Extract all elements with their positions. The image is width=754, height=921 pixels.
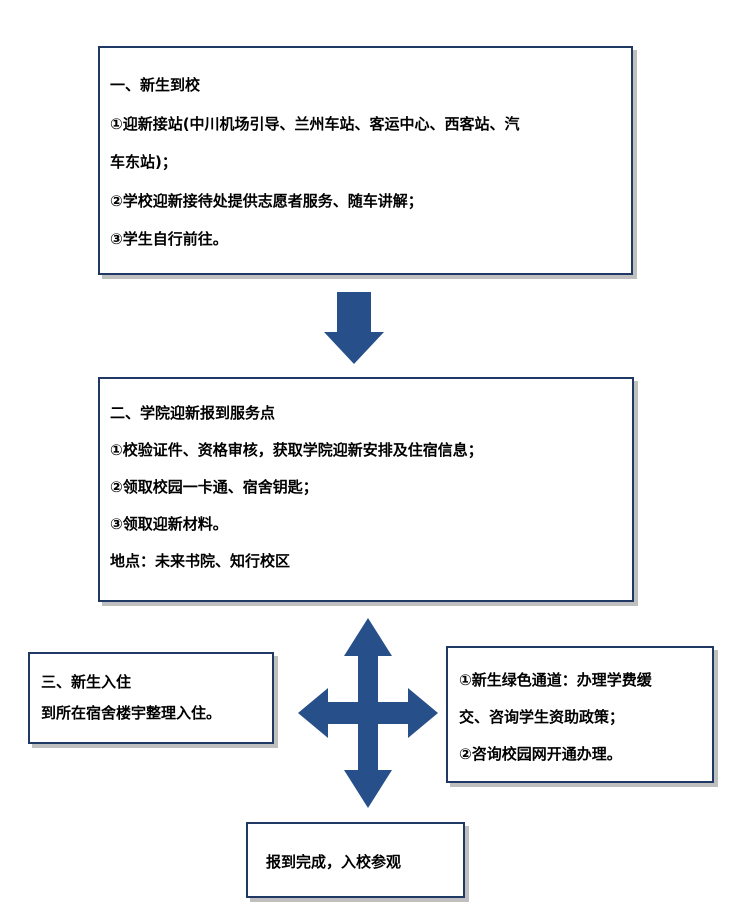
- step3-title: 三、新生入住: [41, 673, 132, 691]
- side-service-item: ②咨询校园网开通办理。: [459, 745, 622, 763]
- step2-item: ②领取校园一卡通、宿舍钥匙；: [110, 478, 318, 496]
- step2-title: 二、学院迎新报到服务点: [110, 404, 276, 422]
- final-step-box: 报到完成，入校参观: [246, 822, 465, 898]
- step1-item: ③学生自行前往。: [110, 230, 228, 248]
- step2-item: ③领取迎新材料。: [110, 515, 228, 533]
- step1-box: 一、新生到校 ①迎新接站(中川机场引导、兰州车站、客运中心、西客站、汽 车东站)…: [98, 46, 633, 275]
- side-service-item: ①新生绿色通道：办理学费缓: [459, 671, 652, 689]
- step2-item: ①校验证件、资格审核，获取学院迎新安排及住宿信息；: [110, 441, 483, 459]
- four-way-arrow-icon: [298, 618, 438, 808]
- step1-item: 车东站)；: [110, 153, 177, 171]
- down-arrow-icon: [324, 292, 384, 364]
- step1-item: ①迎新接站(中川机场引导、兰州车站、客运中心、西客站、汽: [110, 114, 520, 133]
- step3-item: 到所在宿舍楼宇整理入住。: [41, 704, 222, 722]
- step2-box: 二、学院迎新报到服务点 ①校验证件、资格审核，获取学院迎新安排及住宿信息； ②领…: [98, 377, 634, 602]
- step2-location: 地点：未来书院、知行校区: [110, 552, 291, 570]
- final-step-text: 报到完成，入校参观: [266, 853, 402, 871]
- side-services-box: ①新生绿色通道：办理学费缓 交、咨询学生资助政策； ②咨询校园网开通办理。: [446, 646, 714, 783]
- step3-box: 三、新生入住 到所在宿舍楼宇整理入住。: [28, 652, 274, 744]
- step1-item: ②学校迎新接待处提供志愿者服务、随车讲解；: [110, 191, 423, 210]
- step1-title: 一、新生到校: [110, 76, 201, 94]
- side-service-item: 交、咨询学生资助政策；: [459, 708, 625, 726]
